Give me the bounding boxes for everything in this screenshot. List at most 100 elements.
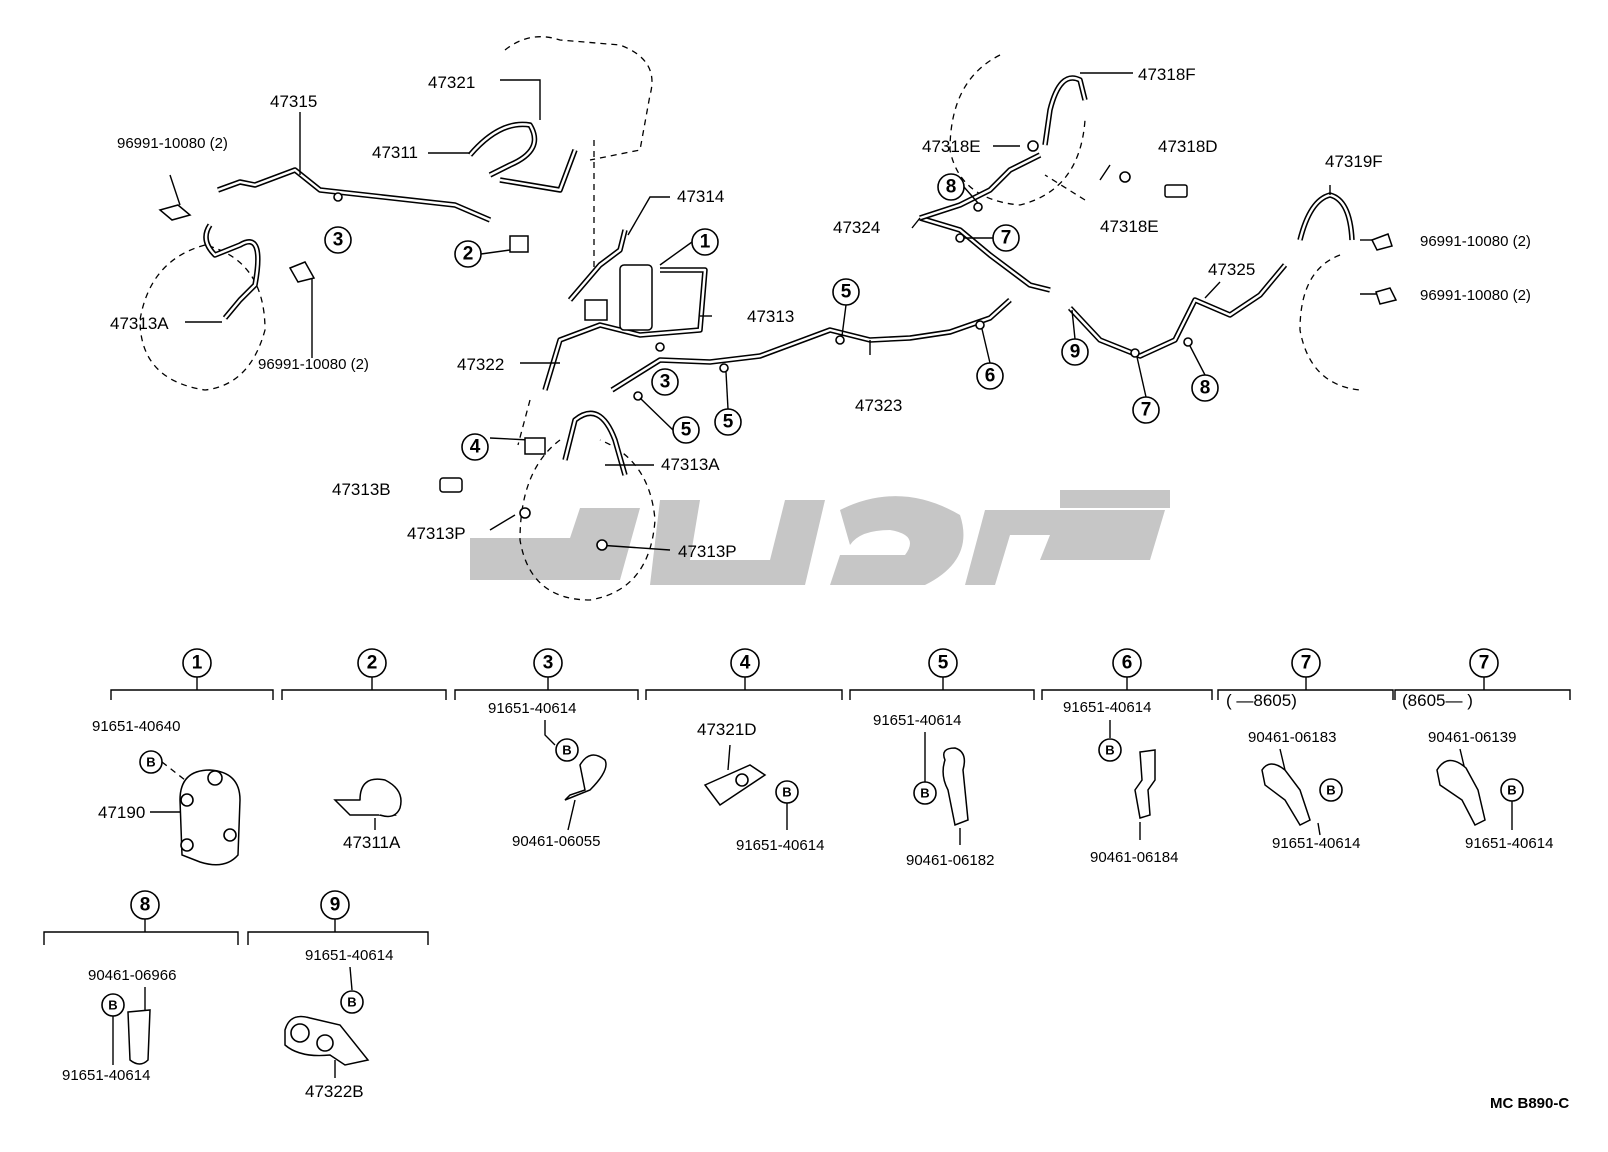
svg-text:B: B: [1105, 743, 1114, 758]
label-47321: 47321: [428, 73, 475, 92]
svg-text:B: B: [1326, 783, 1335, 798]
group-7a-part-bottom: 91651-40614: [1272, 835, 1360, 852]
label-47323: 47323: [855, 396, 902, 415]
svg-text:1: 1: [700, 232, 711, 253]
marker-5-a: 5: [672, 416, 700, 444]
detail-group-9: 9 91651-40614 B 47322B: [284, 890, 393, 1101]
group-5-part-bottom: 90461-06182: [906, 852, 994, 869]
group-7a-number: 7: [1301, 653, 1312, 674]
upper-markers: 3 2 1 3 4 5 5 5 6 9 7 8 8 7: [324, 173, 1219, 461]
label-47319f: 47319F: [1325, 152, 1383, 171]
label-47313a-mid: 47313A: [661, 455, 720, 474]
label-47318f: 47318F: [1138, 65, 1196, 84]
svg-text:2: 2: [463, 244, 474, 265]
group-9-part-top: 91651-40614: [305, 947, 393, 964]
svg-text:3: 3: [333, 230, 344, 251]
marker-5-b: 5: [714, 408, 742, 436]
tube-pins: [333, 192, 1193, 401]
group-4-part-bottom: 91651-40614: [736, 837, 824, 854]
detail-group-5: 5 91651-40614 B 90461-06182: [873, 648, 994, 869]
label-47313p-right: 47313P: [678, 542, 737, 561]
brake-tubes: [203, 75, 1355, 476]
marker-2: 2: [454, 240, 482, 268]
svg-text:7: 7: [1001, 228, 1012, 249]
group-6-part-top: 91651-40614: [1063, 699, 1151, 716]
svg-text:B: B: [920, 786, 929, 801]
group-3-part-bottom: 90461-06055: [512, 833, 600, 850]
svg-text:4: 4: [470, 437, 481, 458]
detail-group-6: 6 91651-40614 B 90461-06184: [1063, 648, 1178, 866]
label-47322: 47322: [457, 355, 504, 374]
marker-6: 6: [976, 362, 1004, 390]
marker-7-b: 7: [992, 224, 1020, 252]
svg-text:6: 6: [985, 366, 996, 387]
group-4-number: 4: [740, 653, 751, 674]
label-47325: 47325: [1208, 260, 1255, 279]
label-47315: 47315: [270, 92, 317, 111]
detail-group-7b: 7 (8605— ) 90461-06139 B 91651-40614: [1402, 648, 1553, 852]
upper-callout-labels: 47321 47315 96991-10080 (2) 47311 47314 …: [110, 65, 1531, 561]
marker-1: 1: [691, 228, 719, 256]
detail-group-4: 4 47321D B 91651-40614: [697, 648, 824, 854]
label-47318d: 47318D: [1158, 137, 1218, 156]
group-1-number: 1: [192, 653, 203, 674]
marker-4: 4: [461, 433, 489, 461]
group-9-number: 9: [330, 895, 341, 916]
svg-text:7: 7: [1141, 400, 1152, 421]
marker-5-c: 5: [832, 278, 860, 306]
group-7a-part-top: 90461-06183: [1248, 729, 1336, 746]
label-47313p-left: 47313P: [407, 524, 466, 543]
group-1-part-main: 47190: [98, 803, 145, 822]
group-9-part-main: 47322B: [305, 1082, 364, 1101]
svg-text:5: 5: [681, 420, 692, 441]
svg-text:B: B: [782, 785, 791, 800]
svg-text:B: B: [146, 755, 155, 770]
group-3-part-top: 91651-40614: [488, 700, 576, 717]
svg-text:3: 3: [660, 372, 671, 393]
group-8-part-bottom: 91651-40614: [62, 1067, 150, 1084]
group-7a-range: ( —8605): [1226, 691, 1297, 710]
detail-group-2: 2 47311A: [333, 648, 402, 852]
upper-fittings: [158, 140, 1398, 551]
group-3-number: 3: [543, 653, 554, 674]
group-4-part-top: 47321D: [697, 720, 757, 739]
leader-lines: [169, 72, 1378, 551]
label-47313a-left: 47313A: [110, 314, 169, 333]
group-2-number: 2: [367, 653, 378, 674]
label-96991-a: 96991-10080 (2): [117, 135, 228, 152]
group-7b-part-bottom: 91651-40614: [1465, 835, 1553, 852]
label-47311: 47311: [372, 143, 418, 162]
svg-text:9: 9: [1070, 342, 1081, 363]
detail-brackets: [43, 677, 1571, 945]
svg-text:5: 5: [841, 282, 852, 303]
label-47313b: 47313B: [332, 480, 391, 499]
marker-3-a: 3: [324, 226, 352, 254]
group-6-part-bottom: 90461-06184: [1090, 849, 1178, 866]
svg-text:8: 8: [1200, 378, 1211, 399]
label-96991-d: 96991-10080 (2): [1420, 287, 1531, 304]
label-96991-b: 96991-10080 (2): [258, 356, 369, 373]
group-2-part-main: 47311A: [343, 833, 401, 852]
svg-text:B: B: [347, 995, 356, 1010]
marker-3-b: 3: [651, 368, 679, 396]
svg-text:B: B: [562, 743, 571, 758]
marker-8-b: 8: [937, 173, 965, 201]
label-96991-c: 96991-10080 (2): [1420, 233, 1531, 250]
group-7b-part-top: 90461-06139: [1428, 729, 1516, 746]
detail-group-8: 8 90461-06966 B 91651-40614: [62, 890, 176, 1084]
group-5-number: 5: [938, 653, 949, 674]
svg-text:B: B: [1507, 783, 1516, 798]
svg-text:B: B: [108, 998, 117, 1013]
label-47313: 47313: [747, 307, 794, 326]
group-8-number: 8: [140, 895, 151, 916]
marker-7-a: 7: [1132, 396, 1160, 424]
svg-text:5: 5: [723, 412, 734, 433]
label-47318e-top: 47318E: [922, 137, 981, 156]
label-47314: 47314: [677, 187, 724, 206]
marker-9: 9: [1061, 338, 1089, 366]
svg-text:8: 8: [946, 177, 957, 198]
group-1-part-top: 91651-40640: [92, 718, 180, 735]
detail-group-7a: 7 ( —8605) 90461-06183 B 91651-40614: [1226, 648, 1360, 852]
group-7b-number: 7: [1479, 653, 1490, 674]
